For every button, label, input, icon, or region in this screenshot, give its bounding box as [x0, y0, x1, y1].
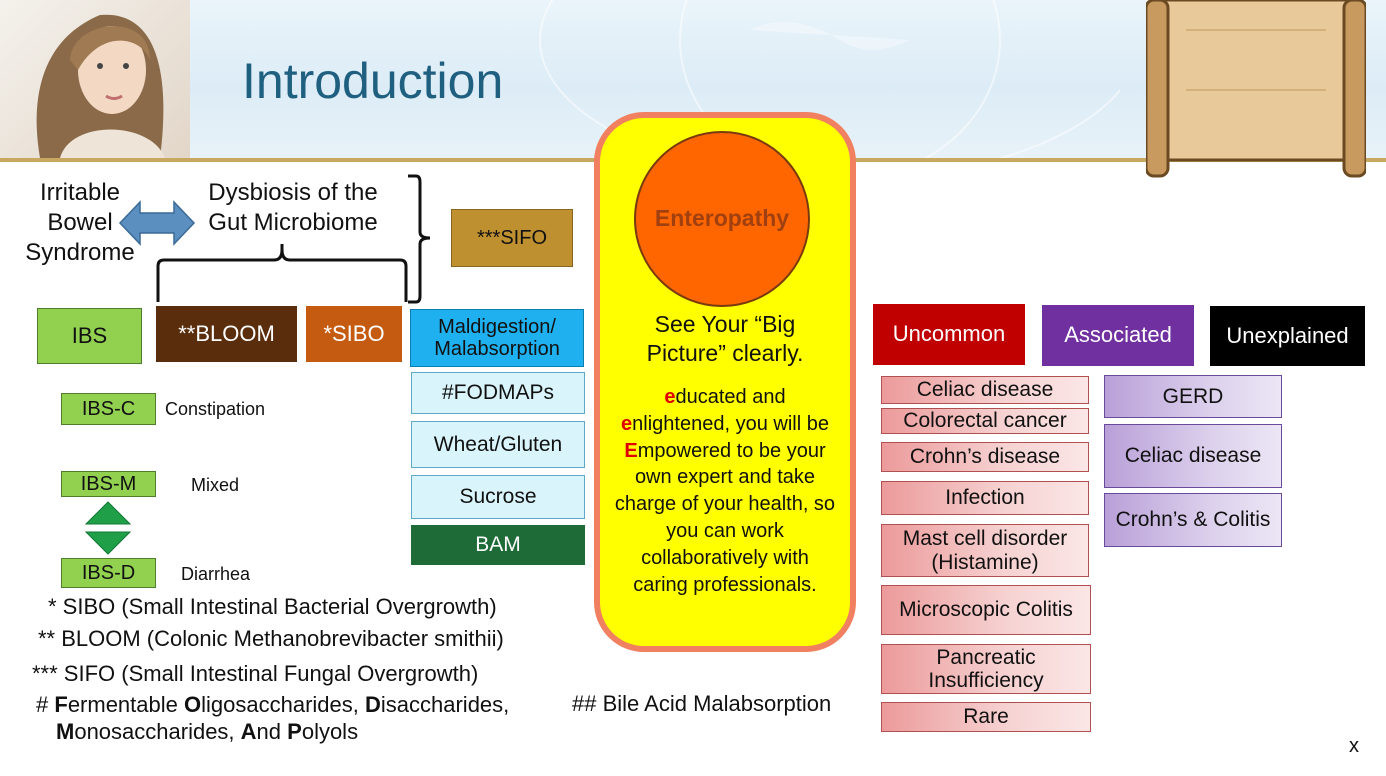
associated-item: GERD	[1104, 375, 1282, 418]
ibs-m-box: IBS-M	[61, 471, 156, 497]
message-text: own expert and take	[634, 466, 816, 489]
message-line: enlightened, you will be	[596, 411, 854, 438]
big-picture-line-1: See Your “Big	[654, 311, 796, 337]
uncommon-header: Uncommon	[873, 304, 1025, 365]
double-arrow-icon	[118, 200, 196, 246]
globe-watermark	[539, 0, 1120, 158]
message-line: you can work	[596, 518, 854, 545]
sifo-box: ***SIFO	[451, 209, 573, 267]
uncommon-item: Rare	[881, 702, 1091, 732]
message-line: own expert and take	[596, 464, 854, 491]
parchment-scroll-icon	[1146, 0, 1366, 178]
message-lead-letter: e	[621, 412, 633, 435]
diarrhea-label: Diarrhea	[181, 564, 251, 584]
associated-item: Celiac disease	[1104, 424, 1282, 488]
footnote-fragment: O	[184, 692, 202, 717]
message-text: caring professionals.	[633, 573, 817, 596]
message-text: you can work	[666, 519, 784, 542]
footnote-fragment: P	[287, 719, 302, 744]
maldigestion-line-2: Malabsorption	[434, 338, 560, 360]
message-lead-letter: E	[624, 439, 638, 462]
ibs-c-box: IBS-C	[61, 393, 156, 425]
close-glyph[interactable]: x	[1349, 735, 1359, 757]
footnote-fragment: olyols	[301, 719, 359, 744]
message-text: mpowered to be your	[637, 439, 826, 462]
ibs-line-2: Bowel	[47, 209, 113, 236]
unexplained-header: Unexplained	[1210, 306, 1365, 366]
footnote-fragment: A	[240, 719, 257, 744]
big-picture-line-2: Picture” clearly.	[646, 340, 804, 366]
message-line: educated and	[596, 384, 854, 411]
dysbiosis-line-2: Gut Microbiome	[208, 209, 378, 236]
footnote-fodmap-line-1: # Fermentable Oligosaccharides, Disaccha…	[36, 692, 509, 718]
ibs-line-1: Irritable	[39, 179, 121, 206]
uncommon-item: Pancreatic Insufficiency	[881, 644, 1091, 694]
footnote-sifo: *** SIFO (Small Intestinal Fungal Overgr…	[32, 661, 479, 686]
maldigestion-line-1: Maldigestion/	[438, 316, 556, 338]
sucrose-box: Sucrose	[411, 475, 585, 519]
irritable-bowel-syndrome-label: Irritable Bowel Syndrome	[18, 178, 142, 268]
message-text: charge of your health, so	[614, 493, 836, 516]
constipation-label: Constipation	[165, 399, 266, 419]
message-text: collaboratively with	[641, 546, 809, 569]
big-picture-heading: See Your “Big Picture” clearly.	[600, 310, 850, 368]
uncommon-item: Mast cell disorder (Histamine)	[881, 524, 1089, 577]
bloom-box: **BLOOM	[156, 306, 297, 362]
page-title: Introduction	[242, 53, 504, 109]
footnote-fragment: M	[56, 719, 75, 744]
message-line: collaboratively with	[596, 545, 854, 572]
footnote-fragment: F	[54, 692, 68, 717]
enteropathy-circle: Enteropathy	[634, 131, 810, 307]
footnote-fragment: #	[36, 692, 55, 717]
footnote-fodmap-line-2: Monosaccharides, And Polyols	[56, 719, 358, 745]
footnote-fragment: onosaccharides,	[74, 719, 241, 744]
associated-item: Crohn’s & Colitis	[1104, 493, 1282, 547]
footnote-sibo: * SIBO (Small Intestinal Bacterial Overg…	[48, 594, 497, 619]
mixed-label: Mixed	[191, 475, 240, 495]
uncommon-item: Infection	[881, 481, 1089, 515]
message-line: caring professionals.	[596, 572, 854, 599]
footnote-fragment: nd	[256, 719, 288, 744]
vertical-brace	[408, 174, 431, 304]
message-text: nlightened, you will be	[632, 412, 829, 435]
wheat-gluten-box: Wheat/Gluten	[411, 421, 585, 468]
message-line: Empowered to be your	[596, 438, 854, 465]
footnote-fragment: D	[365, 692, 381, 717]
uncommon-item: Microscopic Colitis	[881, 585, 1091, 635]
horizontal-brace	[156, 244, 408, 302]
uncommon-item: Celiac disease	[881, 376, 1089, 404]
message-line: charge of your health, so	[596, 491, 854, 518]
dysbiosis-line-1: Dysbiosis of the	[208, 179, 378, 206]
footnote-fragment: ligosaccharides,	[201, 692, 365, 717]
maldigestion-header: Maldigestion/ Malabsorption	[410, 309, 584, 367]
associated-header: Associated	[1042, 305, 1194, 366]
woman-photo	[0, 0, 190, 158]
uncommon-item: Colorectal cancer	[881, 408, 1089, 434]
footnote-fragment: isaccharides,	[380, 692, 510, 717]
uncommon-item: Crohn’s disease	[881, 442, 1089, 472]
footnote-bloom: ** BLOOM (Colonic Methanobrevibacter smi…	[38, 626, 504, 651]
sibo-box: *SIBO	[306, 306, 402, 362]
message-lead-letter: e	[664, 386, 676, 408]
footnote-bam: ## Bile Acid Malabsorption	[572, 691, 832, 716]
ibs-d-box: IBS-D	[61, 558, 156, 588]
footnote-fragment: ermentable	[67, 692, 184, 717]
up-down-arrow-icon	[84, 501, 132, 555]
message-text: ducated and	[675, 386, 786, 408]
fodmaps-box: #FODMAPs	[411, 372, 585, 414]
ibs-line-3: Syndrome	[25, 239, 135, 266]
dysbiosis-label: Dysbiosis of the Gut Microbiome	[196, 178, 390, 238]
bam-box: BAM	[411, 525, 585, 565]
ibs-box: IBS	[37, 308, 142, 364]
